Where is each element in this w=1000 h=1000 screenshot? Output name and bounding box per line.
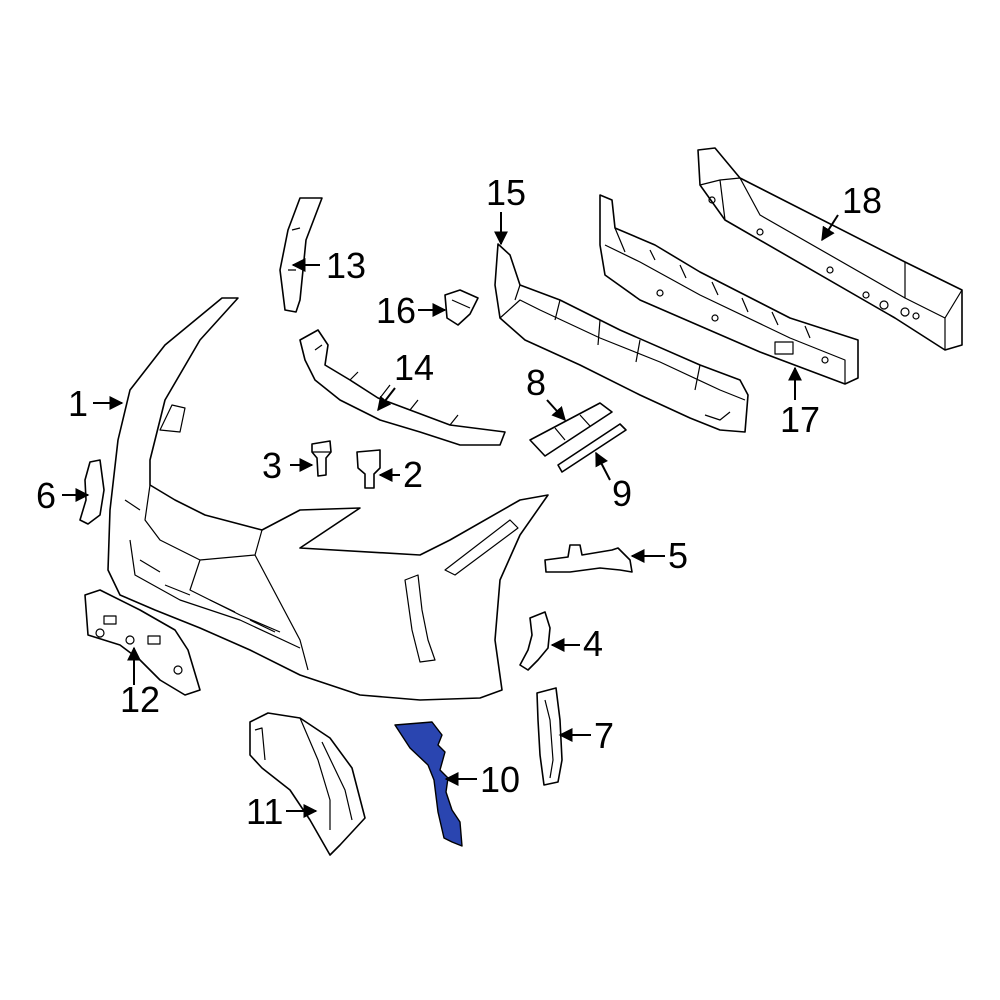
callout-8: 8 bbox=[526, 362, 546, 403]
callout-17: 17 bbox=[780, 399, 820, 440]
part-4-guide-bracket bbox=[519, 611, 551, 671]
part-10-shape bbox=[394, 721, 463, 847]
callout-2: 2 bbox=[403, 454, 423, 495]
part-12-lower-retainer bbox=[84, 589, 201, 696]
part-17-absorber-bracket bbox=[599, 194, 859, 385]
callout-11: 11 bbox=[246, 791, 283, 832]
part-13-upper-molding bbox=[279, 197, 323, 313]
part-18-bumper-reinforcement bbox=[697, 147, 963, 351]
part-16-push-clip bbox=[444, 289, 479, 326]
callout-4: 4 bbox=[583, 623, 603, 664]
part-1-bumper-cover bbox=[107, 297, 549, 701]
callout-15: 15 bbox=[486, 172, 526, 213]
callout-13: 13 bbox=[326, 245, 366, 286]
callout-14: 14 bbox=[394, 347, 434, 388]
part-3-bolt bbox=[311, 440, 332, 477]
callout-9: 9 bbox=[612, 473, 632, 514]
part-2-clip bbox=[356, 449, 381, 489]
part-9-bumper-seal bbox=[557, 423, 627, 473]
callout-7: 7 bbox=[594, 715, 614, 756]
part-10-highlighted-retainer bbox=[394, 721, 463, 847]
leader-lines bbox=[62, 212, 839, 818]
part-6-side-bracket bbox=[79, 459, 105, 525]
callout-numbers: 1 2 3 4 5 6 7 8 9 10 11 12 13 14 15 16 1… bbox=[36, 172, 882, 832]
callout-18: 18 bbox=[842, 180, 882, 221]
callout-12: 12 bbox=[120, 679, 160, 720]
callout-6: 6 bbox=[36, 475, 56, 516]
callout-1: 1 bbox=[68, 383, 88, 424]
callout-5: 5 bbox=[668, 535, 688, 576]
part-5-side-support bbox=[544, 544, 633, 573]
part-11-air-duct bbox=[249, 712, 366, 856]
part-8-seal-strip bbox=[529, 402, 613, 457]
callout-10: 10 bbox=[480, 759, 520, 800]
callout-3: 3 bbox=[262, 445, 282, 486]
part-15-energy-absorber bbox=[494, 243, 749, 433]
callout-16: 16 bbox=[376, 290, 416, 331]
part-14-upper-retainer bbox=[299, 329, 506, 446]
part-7-side-trim bbox=[536, 687, 563, 786]
